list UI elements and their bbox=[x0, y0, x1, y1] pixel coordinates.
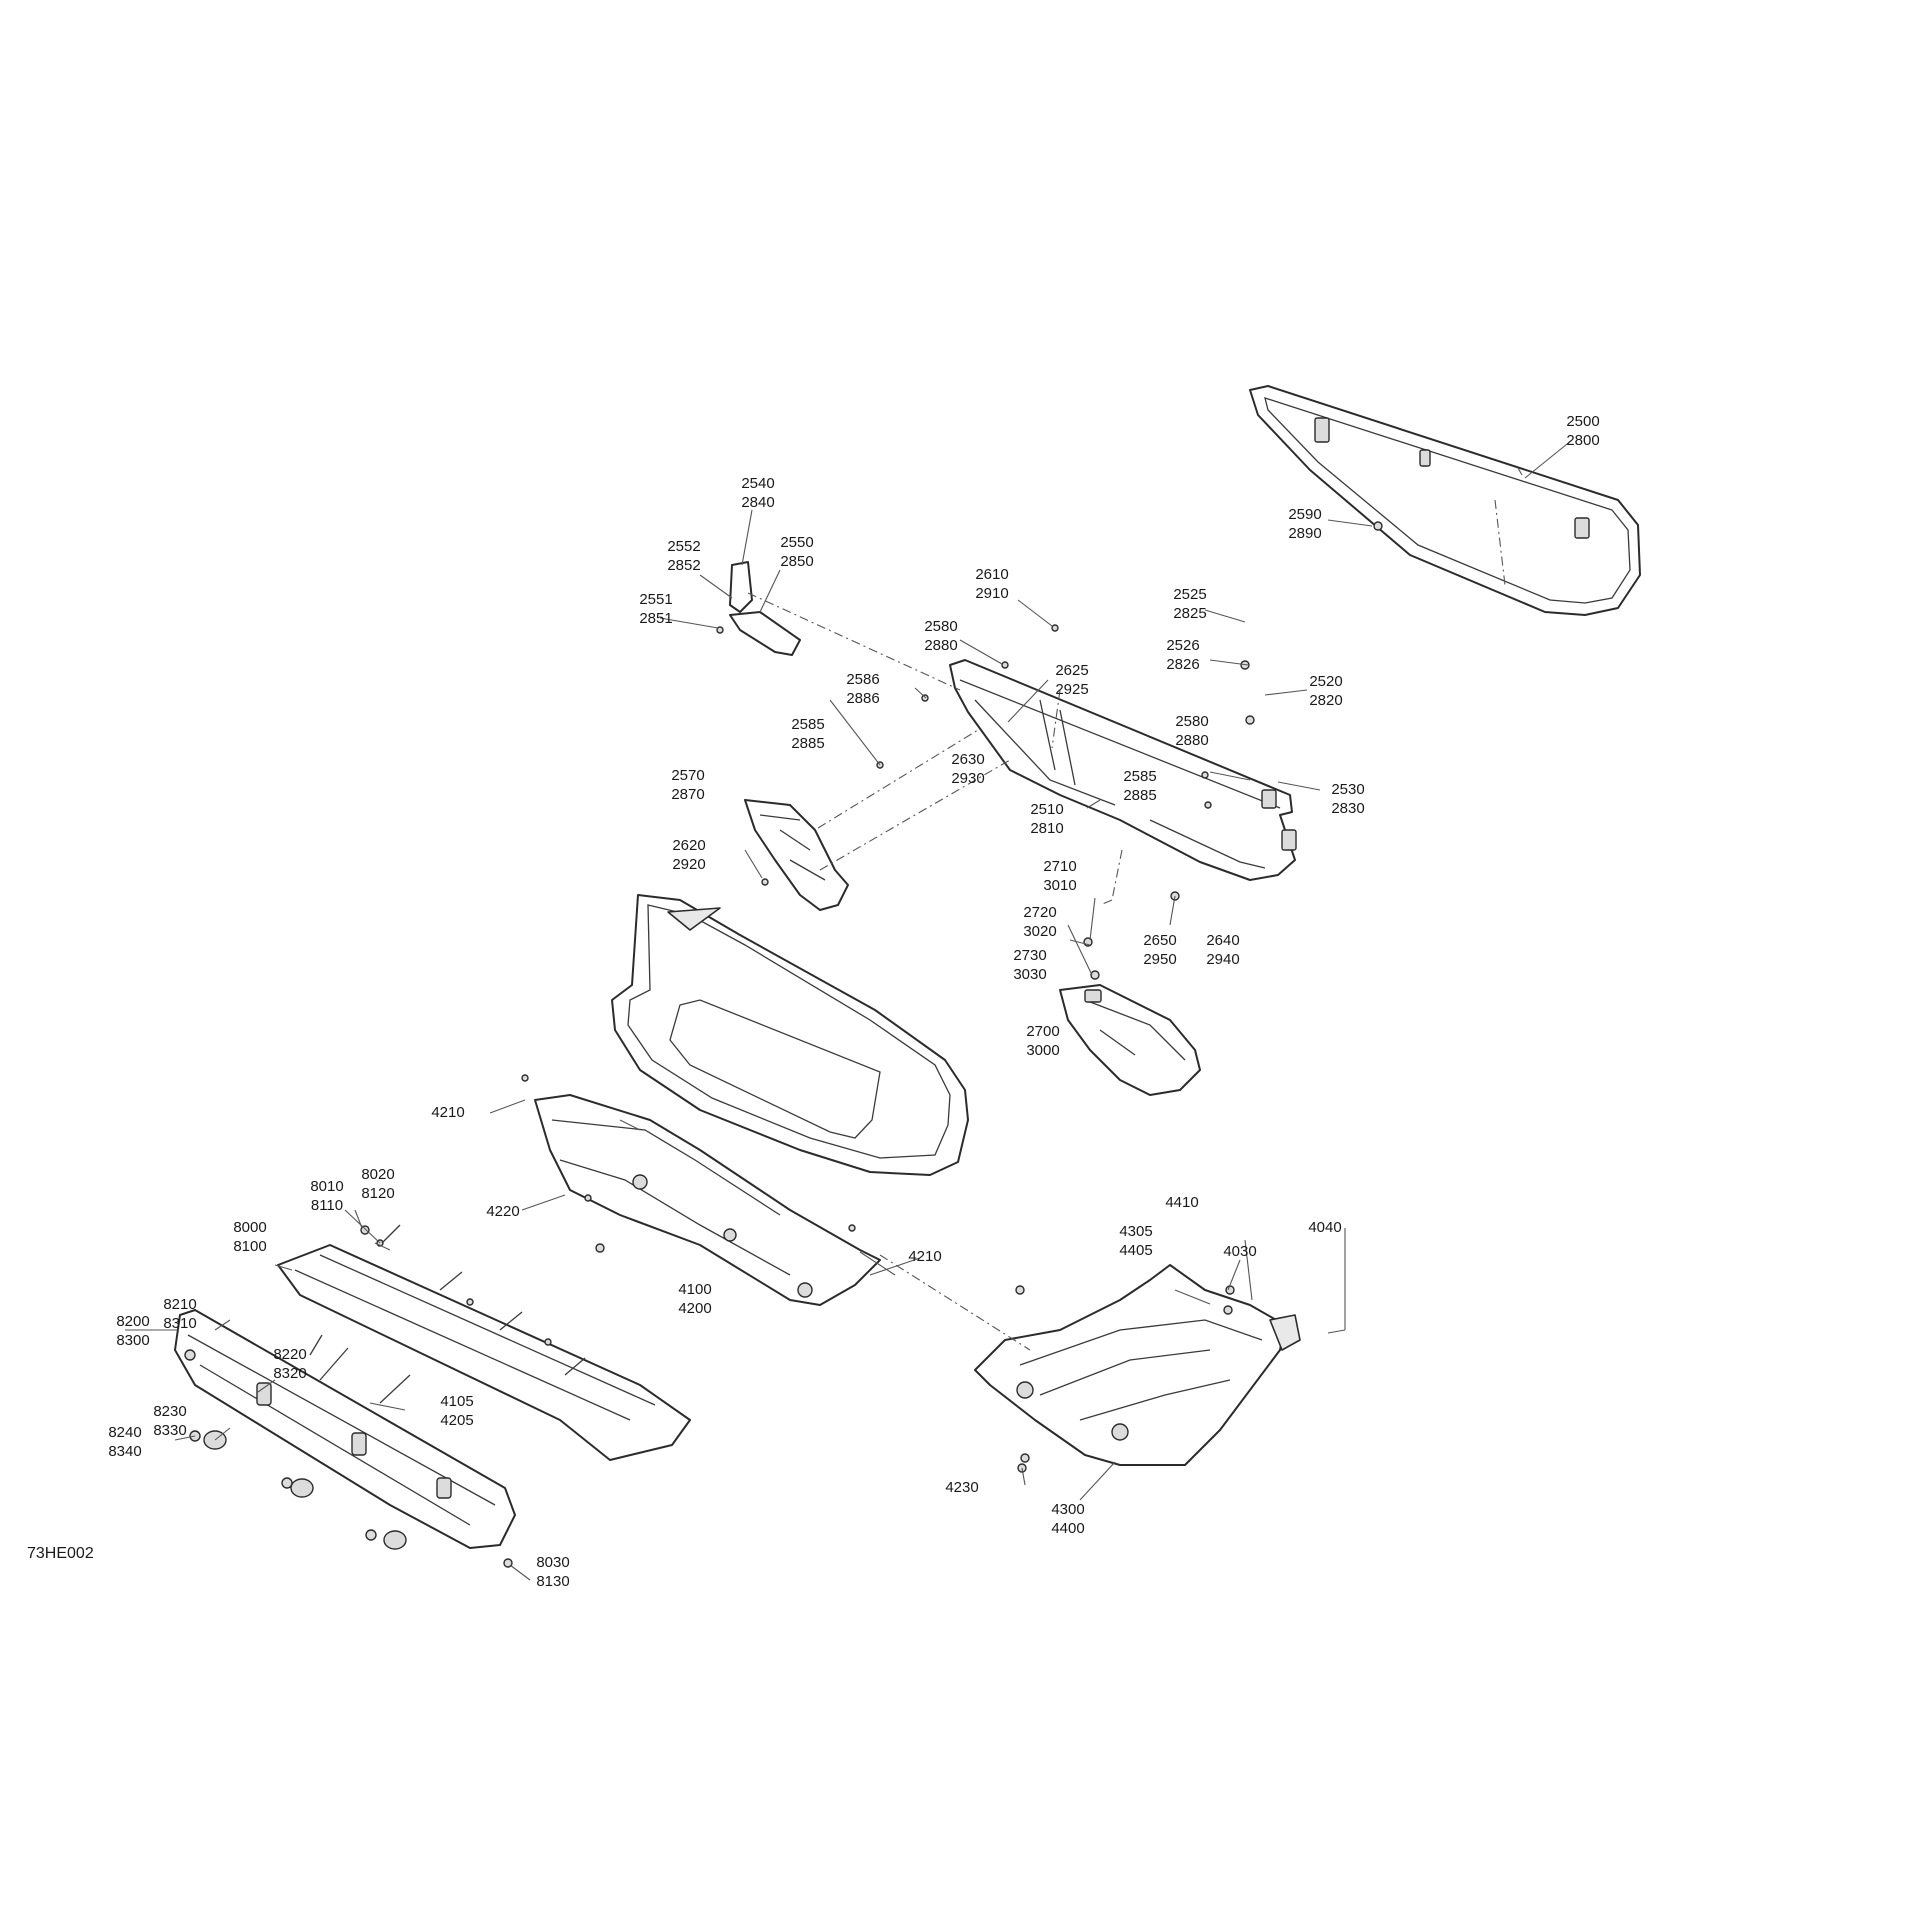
door-frame bbox=[949, 659, 1297, 881]
floor-panel-right bbox=[974, 1264, 1301, 1466]
step-panel bbox=[1059, 984, 1201, 1096]
drawing-reference-code: 73HE002 bbox=[27, 1545, 94, 1562]
rocker-rail-upper bbox=[277, 1239, 691, 1461]
callout-4220: 4220 bbox=[486, 1203, 520, 1220]
callout-leader-lines bbox=[125, 439, 1573, 1581]
callout-4210-left: 4210 bbox=[431, 1104, 465, 1121]
callout-4230: 4230 bbox=[945, 1479, 979, 1496]
callout-4410: 4410 bbox=[1165, 1194, 1199, 1211]
alignment-centerlines bbox=[747, 499, 1506, 1351]
side-bracket bbox=[744, 799, 849, 911]
door-panel-upper bbox=[1249, 385, 1641, 616]
hinge-bracket-parts bbox=[716, 561, 801, 656]
callout-4210-right: 4210 bbox=[908, 1248, 942, 1265]
door-assembly-lower bbox=[611, 894, 969, 1176]
callout-4030: 4030 bbox=[1223, 1243, 1257, 1260]
callout-4040: 4040 bbox=[1308, 1219, 1342, 1236]
rocker-rail-lower bbox=[174, 1309, 516, 1549]
